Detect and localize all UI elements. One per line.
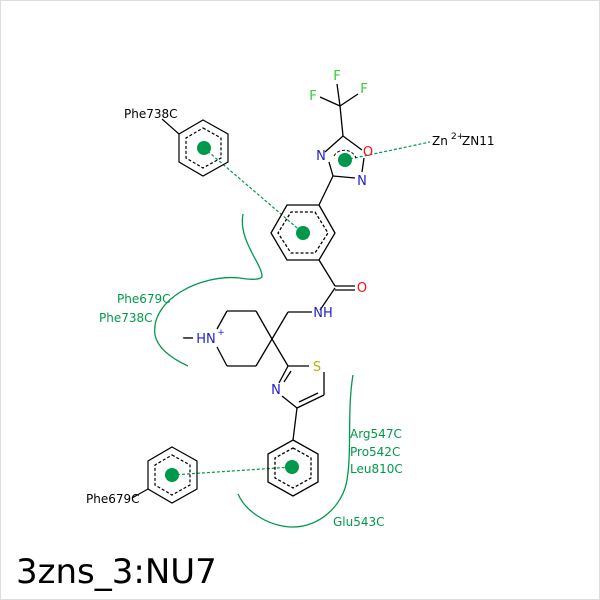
- phe738c-ring-top: [161, 118, 229, 177]
- metal-coordination-line: [344, 141, 431, 161]
- label-arg547c: Arg547C: [350, 427, 402, 441]
- label-phe738c-top: Phe738C: [124, 107, 178, 121]
- atom-thiazole-s: S: [313, 360, 321, 375]
- atom-piperidine-charge: +: [217, 328, 225, 338]
- diagram-caption: 3zns_3:NU7: [16, 552, 217, 592]
- atom-oxadiazole-o: O: [363, 145, 373, 160]
- label-phe679c-bottom: Phe679C: [86, 492, 140, 506]
- atom-carbonyl-o: O: [357, 281, 367, 296]
- hydrophobic-arc-phe: [154, 213, 263, 367]
- centroid-phe679c: [165, 468, 179, 482]
- label-zn-residue: ZN11: [462, 134, 494, 148]
- centroid-central-benzene: [296, 226, 310, 240]
- atom-methyl-dash: −: [182, 331, 193, 346]
- label-zn-charge: 2+: [451, 132, 464, 142]
- pi-stack-phe679c-line: [171, 466, 293, 476]
- pi-stack-phe738c-line: [203, 147, 304, 234]
- phe679c-ring-bottom: [131, 446, 198, 504]
- label-phe679c-mid: Phe679C: [117, 292, 171, 306]
- oxadiazole-aromatic-dash: [333, 149, 357, 159]
- atom-f-left: F: [309, 89, 316, 104]
- label-pro542c: Pro542C: [350, 445, 400, 459]
- atom-oxadiazole-n1: N: [316, 149, 326, 164]
- centroid-phe738c: [197, 141, 211, 155]
- atom-f-right: F: [360, 82, 367, 97]
- atom-oxadiazole-n2: N: [357, 174, 367, 189]
- centroid-oxadiazole: [338, 153, 352, 167]
- atom-amide-nh: NH: [313, 306, 333, 321]
- atom-f-top: F: [333, 69, 340, 84]
- ligand-bonds: [184, 83, 365, 497]
- atom-thiazole-n: N: [271, 383, 281, 398]
- atom-piperidine-nh: HN: [196, 332, 216, 347]
- hydrophobic-arc-arg: [237, 374, 354, 528]
- label-phe738c-mid: Phe738C: [99, 311, 153, 325]
- label-glu543c: Glu543C: [333, 515, 385, 529]
- label-leu810c: Leu810C: [350, 462, 403, 476]
- centroid-terminal-phenyl: [285, 460, 299, 474]
- label-zn-ion: Zn: [432, 134, 448, 148]
